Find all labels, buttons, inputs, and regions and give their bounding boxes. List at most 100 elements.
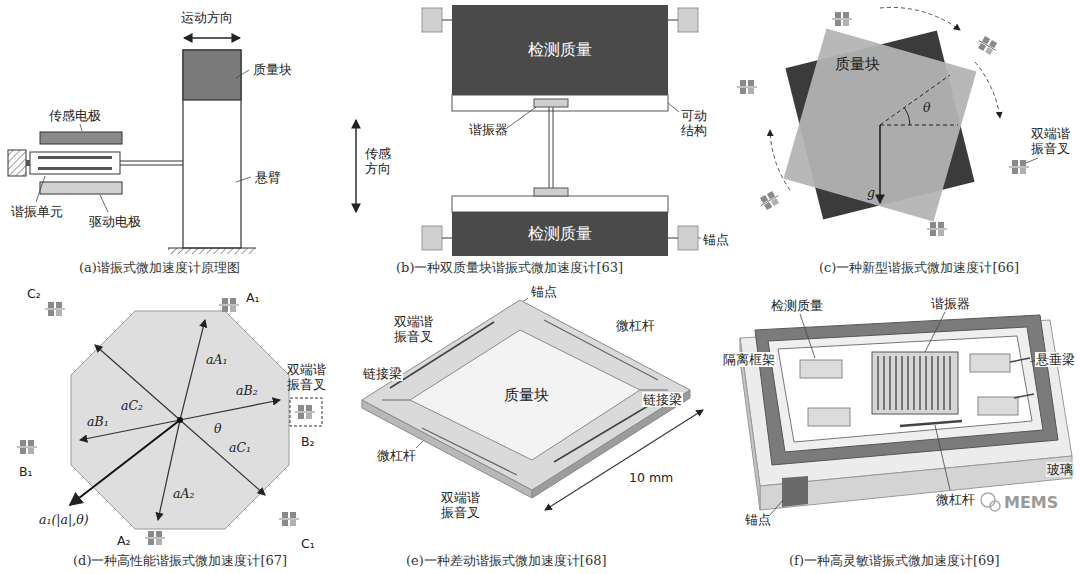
- device-plate: [362, 300, 690, 490]
- acceleration-vector: [70, 420, 180, 505]
- spring-beam: [442, 237, 452, 238]
- resonator-comb: [872, 352, 958, 414]
- part-label: 微杠杆: [935, 492, 976, 507]
- part-label: 链接梁: [642, 392, 683, 407]
- part-label: 质量块: [252, 62, 293, 77]
- part-label: 锚点: [744, 512, 772, 527]
- leader-line: [36, 70, 251, 212]
- movable-structure: [452, 95, 668, 212]
- resonator-unit: [26, 152, 183, 174]
- resonator: [534, 99, 568, 196]
- resonator-unit: [26, 160, 30, 166]
- octagon-mass: [71, 311, 289, 529]
- panel-caption: (d)一种高性能谐振式微加速度计[67]: [72, 553, 288, 569]
- part-label: 检测质量: [770, 298, 824, 313]
- rotation-arc: [770, 130, 790, 190]
- vector-label: aC₁: [228, 440, 252, 455]
- proof-mass: [800, 360, 842, 378]
- resonator-tag: A₂: [116, 533, 132, 548]
- drive-electrode: [40, 182, 122, 194]
- resonator-highlight-box: [290, 398, 322, 426]
- part-label: 运动方向: [180, 10, 234, 25]
- anchor: [678, 8, 698, 32]
- rotation-arc: [975, 62, 1000, 118]
- cantilever: [183, 50, 241, 248]
- node-label: 质量块: [835, 55, 880, 74]
- sensing-electrode: [40, 132, 122, 144]
- leader-line: [925, 312, 945, 352]
- part-label: 可动结构: [680, 108, 709, 138]
- link-beam: [640, 390, 668, 391]
- anchor-block: [782, 476, 808, 507]
- tuning-fork-beam: [554, 400, 658, 462]
- vector-label: aA₂: [172, 486, 196, 501]
- angle-symbol: θ: [922, 100, 932, 115]
- resonator: [534, 99, 568, 107]
- mass-block: [183, 50, 241, 100]
- watermark-icon: [990, 501, 1000, 511]
- part-label: 双端谐振音叉: [286, 362, 327, 392]
- part-label: 驱动电极: [88, 214, 142, 229]
- isolation-frame: [755, 315, 1058, 465]
- spring-beam: [442, 19, 452, 20]
- leader-line: [935, 425, 950, 490]
- mass-block: [183, 50, 241, 100]
- part-label: 双端谐振音叉: [393, 314, 434, 344]
- anchor-hatch: [8, 150, 26, 176]
- reference-line: [880, 75, 950, 125]
- leader-line: [770, 500, 783, 515]
- suspension-beam: [1014, 394, 1034, 398]
- tuning-fork-pad: [45, 302, 65, 316]
- part-label: 锚点: [530, 284, 558, 299]
- node-label: 检测质量: [528, 224, 592, 245]
- isolation-frame: [755, 315, 1058, 465]
- mass-square-light: [784, 29, 977, 222]
- panel-caption: (e)一种差动谐振式微加速度计[68]: [405, 553, 608, 569]
- cantilever: [183, 50, 241, 248]
- resonator-unit: [120, 165, 183, 166]
- movable-structure: [452, 95, 668, 111]
- vector-label: aB₂: [235, 383, 259, 398]
- node-label: 质量块: [504, 386, 549, 405]
- suspension-beam: [1010, 358, 1030, 362]
- part-label: 玻璃: [1046, 462, 1074, 477]
- tuning-fork-pad: [1009, 160, 1029, 174]
- gravity-arrow: [879, 125, 880, 203]
- part-label: 悬垂梁: [1035, 352, 1076, 367]
- part-label: 传感电极: [48, 108, 102, 123]
- gravity-symbol: g: [866, 185, 876, 200]
- leader-line: [668, 103, 679, 112]
- leader-line: [698, 238, 701, 239]
- isolation-frame: [768, 327, 1043, 452]
- node-outline: [790, 35, 970, 215]
- node-label: 检测质量: [528, 40, 592, 61]
- leader-line: [1026, 158, 1038, 163]
- part-label: 传感方向: [364, 146, 393, 176]
- resonator-comb: [872, 352, 958, 414]
- part-label: 微杠杆: [615, 318, 656, 333]
- proof-mass-block: 检测质量: [452, 212, 668, 256]
- tuning-fork-pad: [17, 298, 315, 545]
- resonator-unit: [120, 161, 183, 162]
- leader-line: [80, 124, 82, 131]
- panel-caption: (a)谐振式微加速度计原理图: [78, 260, 241, 276]
- resonator: [549, 107, 550, 188]
- part-label: 谐振器: [468, 122, 509, 137]
- vector-label: aB₁: [86, 414, 110, 429]
- anchor: [422, 8, 442, 32]
- micro-lever: [422, 428, 517, 475]
- tuning-fork-pad: [832, 12, 852, 26]
- proof-mass: [778, 336, 1032, 442]
- tuning-fork-pad: [757, 190, 781, 212]
- leader-line: [800, 314, 815, 358]
- proof-mass: [808, 408, 850, 426]
- proof-mass: [410, 330, 640, 460]
- resonator: [534, 188, 568, 196]
- acceleration-vector: [180, 320, 205, 420]
- spring-beam: [668, 19, 678, 20]
- motion-arrow: [184, 38, 240, 39]
- tuning-fork-pad: [737, 12, 1029, 236]
- reference-line: [880, 125, 958, 126]
- rotating-mass: 质量块: [790, 35, 970, 215]
- ground-hatch: [168, 248, 256, 254]
